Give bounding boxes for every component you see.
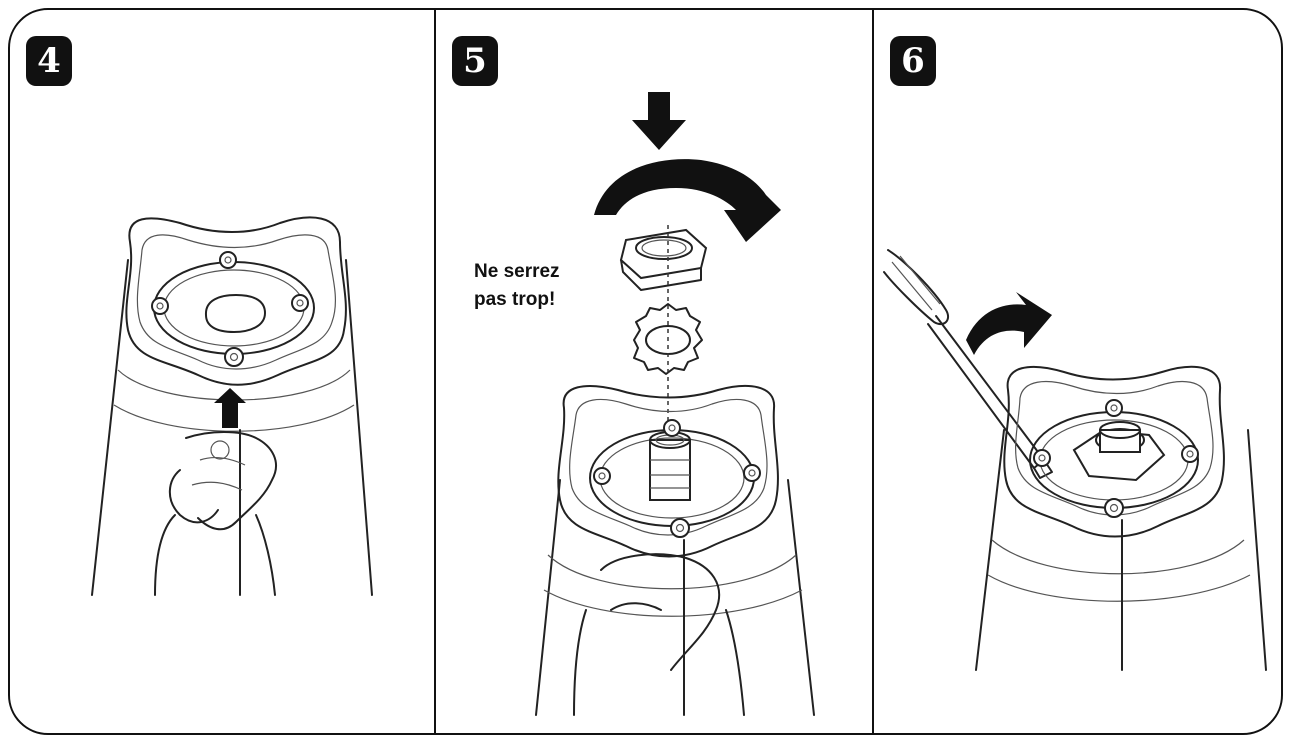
screw-top bbox=[1105, 399, 1123, 417]
step-6-panel: 6 bbox=[874, 10, 1281, 733]
divider-2 bbox=[872, 10, 874, 733]
step-5-badge: 5 bbox=[452, 36, 498, 86]
caption-line-1: Ne serrez bbox=[474, 261, 560, 282]
screw-top bbox=[219, 251, 237, 269]
hand-with-cloth bbox=[154, 431, 277, 596]
down-arrow-icon bbox=[632, 92, 686, 150]
screwdriver-icon bbox=[883, 249, 1053, 479]
divider-1 bbox=[434, 10, 436, 733]
screw-bottom bbox=[1104, 498, 1124, 518]
step-6-illustration bbox=[883, 249, 1267, 671]
step-6-badge: 6 bbox=[890, 36, 936, 86]
screw-left bbox=[151, 297, 169, 315]
up-arrow-icon bbox=[214, 388, 246, 428]
step-4-panel: 4 bbox=[10, 10, 434, 733]
screw-bottom bbox=[224, 347, 244, 367]
screw-left bbox=[593, 467, 611, 485]
step-5-panel: 5 Ne serrez pas trop! bbox=[436, 10, 872, 733]
caption-line-2: pas trop! bbox=[474, 289, 556, 310]
screw-left bbox=[1033, 449, 1051, 467]
screw-top bbox=[663, 419, 681, 437]
rotate-clockwise-arrow-icon bbox=[594, 159, 781, 242]
screw-right bbox=[1181, 445, 1199, 463]
screw-right bbox=[291, 294, 309, 312]
step-4-badge: 4 bbox=[26, 36, 72, 86]
step-4-illustration bbox=[91, 216, 373, 596]
step-5-illustration bbox=[535, 92, 815, 716]
hex-nut-icon bbox=[619, 228, 708, 291]
screw-right bbox=[743, 464, 761, 482]
rotate-clockwise-arrow-icon bbox=[966, 292, 1052, 355]
instruction-frame: 4 bbox=[8, 8, 1283, 735]
screw-bottom bbox=[670, 518, 690, 538]
step-5-caption: Ne serrez pas trop! bbox=[474, 258, 560, 314]
hand bbox=[573, 553, 745, 716]
